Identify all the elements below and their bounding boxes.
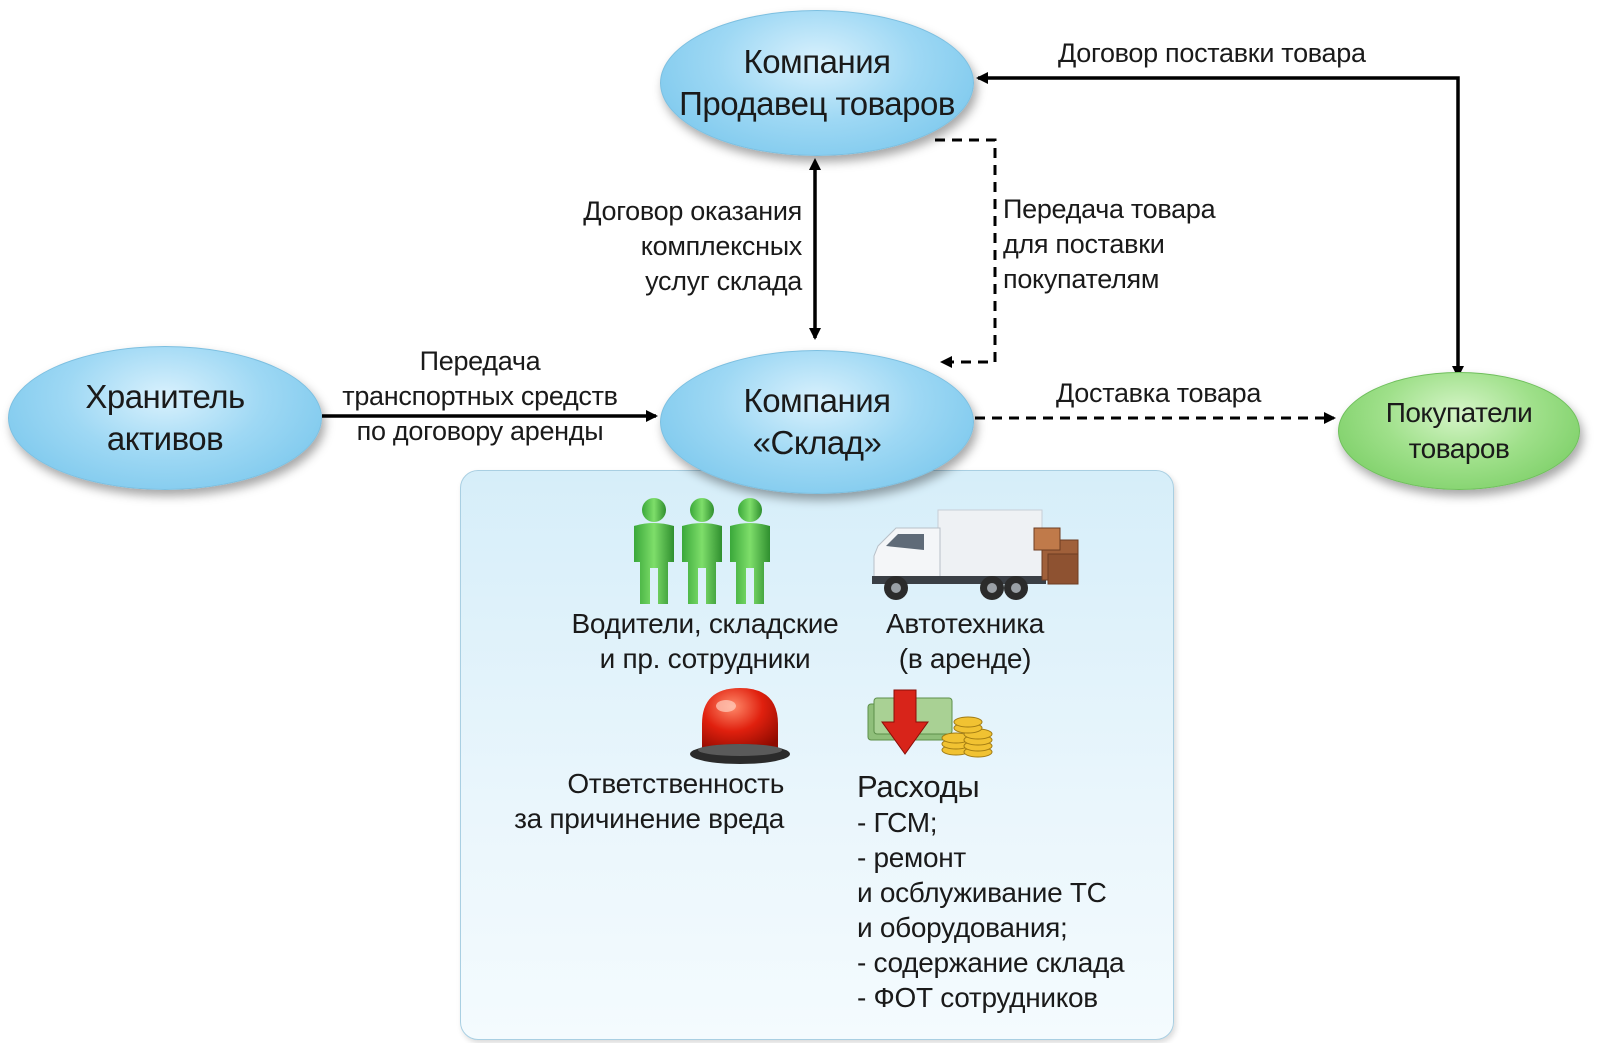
label-vehicle-transfer: Передача транспортных средств по договор… (330, 344, 630, 449)
staff-line2: и пр. сотрудники (599, 643, 811, 674)
label-vehicle-line3: по договору аренды (356, 416, 604, 446)
label-goods-line3: покупателям (1003, 264, 1160, 294)
expenses-item-1: - ГСМ; (857, 807, 938, 838)
label-service-line1: Договор оказания (583, 196, 802, 226)
node-warehouse-line2: «Склад» (752, 424, 882, 461)
label-vehicle-line1: Передача (419, 346, 541, 376)
expenses-item-3: и осблуживание ТС (857, 877, 1107, 908)
vehicles-line2: (в аренде) (898, 643, 1032, 674)
alarm-light-icon (690, 688, 790, 764)
expenses-text: Расходы - ГСМ; - ремонт и осблуживание Т… (857, 768, 1125, 1015)
expenses-item-6: - ФОТ сотрудников (857, 982, 1098, 1013)
vehicles-text: Автотехника (в аренде) (860, 606, 1070, 676)
expenses-item-4: и оборудования; (857, 912, 1068, 943)
money-down-icon (867, 689, 993, 758)
node-buyers-line1: Покупатели (1385, 397, 1533, 428)
expenses-item-5: - содержание склада (857, 947, 1125, 978)
expenses-title: Расходы (857, 769, 980, 804)
label-goods-line1: Передача товара (1003, 194, 1216, 224)
label-supply-contract: Договор поставки товара (1058, 38, 1366, 68)
node-warehouse-line1: Компания (743, 382, 891, 419)
node-buyers-line2: товаров (1408, 433, 1510, 464)
label-delivery: Доставка товара (1056, 378, 1262, 408)
truck-icon (872, 509, 1079, 600)
vehicles-line1: Автотехника (885, 608, 1045, 639)
node-custodian-line1: Хранитель (85, 378, 245, 415)
node-seller-line1: Компания (743, 43, 891, 80)
staff-line1: Водители, складские (571, 608, 839, 639)
node-buyers[interactable]: Покупатели товаров (1338, 372, 1580, 490)
node-seller-company[interactable]: Компания Продавец товаров (660, 10, 974, 156)
label-service-line3: услуг склада (645, 266, 802, 296)
node-warehouse-company[interactable]: Компания «Склад» (660, 350, 974, 494)
liability-text: Ответственность за причинение вреда (512, 766, 784, 836)
node-seller-line2: Продавец товаров (679, 85, 955, 122)
goods-transfer-connector (935, 138, 997, 368)
expenses-item-2: - ремонт (857, 842, 966, 873)
staff-text: Водители, складские и пр. сотрудники (560, 606, 850, 676)
label-goods-transfer: Передача товара для поставки покупателям (1003, 192, 1216, 297)
node-asset-custodian[interactable]: Хранитель активов (8, 346, 322, 490)
label-service-line2: комплексных (640, 231, 803, 261)
label-service-contract: Договор оказания комплексных услуг склад… (556, 194, 802, 299)
liability-line1: Ответственность (567, 768, 784, 799)
label-goods-line2: для поставки (1003, 229, 1165, 259)
liability-line2: за причинение вреда (514, 803, 784, 834)
node-custodian-line2: активов (106, 420, 224, 457)
people-icon (634, 498, 770, 604)
supply-contract-connector (976, 72, 1464, 378)
label-vehicle-line2: транспортных средств (342, 381, 618, 411)
